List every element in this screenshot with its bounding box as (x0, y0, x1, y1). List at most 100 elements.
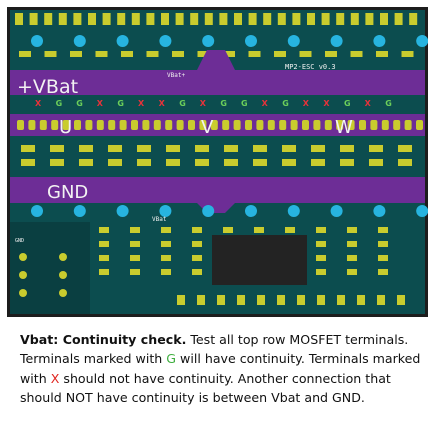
smd-component (347, 269, 357, 275)
terminal-marker: X (303, 99, 310, 108)
via (330, 205, 343, 217)
top-via-row (31, 35, 428, 47)
smd-component (79, 145, 93, 152)
smd-component (299, 51, 312, 57)
phase-pad (17, 120, 24, 130)
mosfet-pin (248, 13, 257, 25)
smd-component (224, 145, 238, 152)
smd-component (99, 227, 109, 233)
phase-pad (279, 120, 287, 130)
caption: Vbat: Continuity check. Test all top row… (20, 330, 430, 407)
caption-x-mark: X (50, 370, 60, 386)
terminal-marker: G (385, 99, 392, 108)
smd-component (350, 51, 363, 57)
header-pin (337, 295, 345, 305)
controller-chip (212, 235, 307, 285)
terminal-marker: G (282, 99, 289, 108)
via (31, 35, 43, 47)
terminal-marker: X (323, 99, 330, 108)
smd-component (108, 159, 122, 166)
smd-component (253, 159, 267, 166)
smd-component (285, 227, 295, 233)
vbat-mid-silk: VBat (152, 216, 167, 223)
test-point (59, 253, 67, 261)
header-pin (197, 295, 205, 305)
smd-component (95, 51, 108, 57)
mosfet-pin (146, 13, 155, 25)
smd-component (369, 159, 383, 166)
via (245, 35, 257, 47)
header-pin (237, 295, 245, 305)
smd-component (121, 51, 133, 57)
terminal-marker: X (365, 99, 372, 108)
via (202, 205, 215, 217)
smd-component (316, 255, 326, 261)
mosfet-pin (29, 13, 38, 25)
smd-component (347, 241, 357, 247)
smd-component (192, 269, 202, 275)
smd-component (99, 241, 109, 247)
terminal-marker: G (220, 99, 227, 108)
gnd-small-silk: GND (15, 238, 24, 244)
mosfet-pin (161, 13, 169, 25)
smd-component (50, 159, 64, 166)
smd-component (70, 51, 82, 57)
mosfet-pin (394, 13, 403, 25)
via (245, 205, 257, 217)
phase-pad (416, 120, 423, 130)
terminal-marker: G (56, 99, 63, 108)
phase-pad (336, 120, 344, 130)
mosfet-pin (409, 13, 418, 25)
mosfet-pin (234, 13, 242, 25)
smd-component (79, 159, 93, 166)
terminal-marker: G (179, 99, 186, 108)
phase-pad (142, 120, 150, 130)
smd-component (192, 241, 202, 247)
terminal-marker: X (159, 99, 166, 108)
smd-component (130, 269, 140, 275)
mosfet-pin (307, 13, 315, 25)
phase-pad (131, 120, 138, 130)
mosfet-pin (175, 13, 184, 25)
smd-component (347, 255, 357, 261)
phase-pad (153, 120, 161, 130)
mosfet-pin (380, 13, 388, 25)
smd-component (316, 269, 326, 275)
via (159, 205, 172, 217)
phase-pad (96, 120, 104, 130)
via (116, 35, 129, 47)
top-mosfet-pins (15, 13, 418, 25)
caption-title: Vbat: Continuity check. (20, 332, 187, 347)
board-title-silk: MP2-ESC v0.3 (285, 63, 336, 71)
via (31, 205, 43, 217)
mosfet-pin (336, 13, 345, 25)
mosfet-pin (131, 13, 140, 25)
test-point (19, 271, 27, 279)
phase-pad (188, 120, 195, 130)
phase-pad (210, 120, 218, 130)
smd-component (224, 159, 238, 166)
middle-components (21, 145, 412, 166)
phase-pad (245, 120, 252, 130)
caption-text-1: Test all top row MOSFET terminals. Termi… (20, 332, 409, 367)
smd-component (166, 159, 180, 166)
terminal-marker: X (138, 99, 145, 108)
phase-pad (393, 120, 401, 130)
smd-component (192, 227, 202, 233)
smd-component (325, 51, 337, 57)
via (330, 35, 343, 47)
phase-pad (39, 120, 47, 130)
connector-area (10, 222, 90, 314)
phase-pad (233, 120, 241, 130)
smd-component (398, 159, 412, 166)
phase-pad (267, 120, 275, 130)
smd-component (166, 145, 180, 152)
smd-component (50, 145, 64, 152)
phase-pad (62, 120, 70, 130)
mosfet-pin (350, 13, 359, 25)
header-pin (317, 295, 325, 305)
phase-pad (313, 120, 321, 130)
smd-component (21, 145, 35, 152)
phase-pad (404, 120, 412, 130)
